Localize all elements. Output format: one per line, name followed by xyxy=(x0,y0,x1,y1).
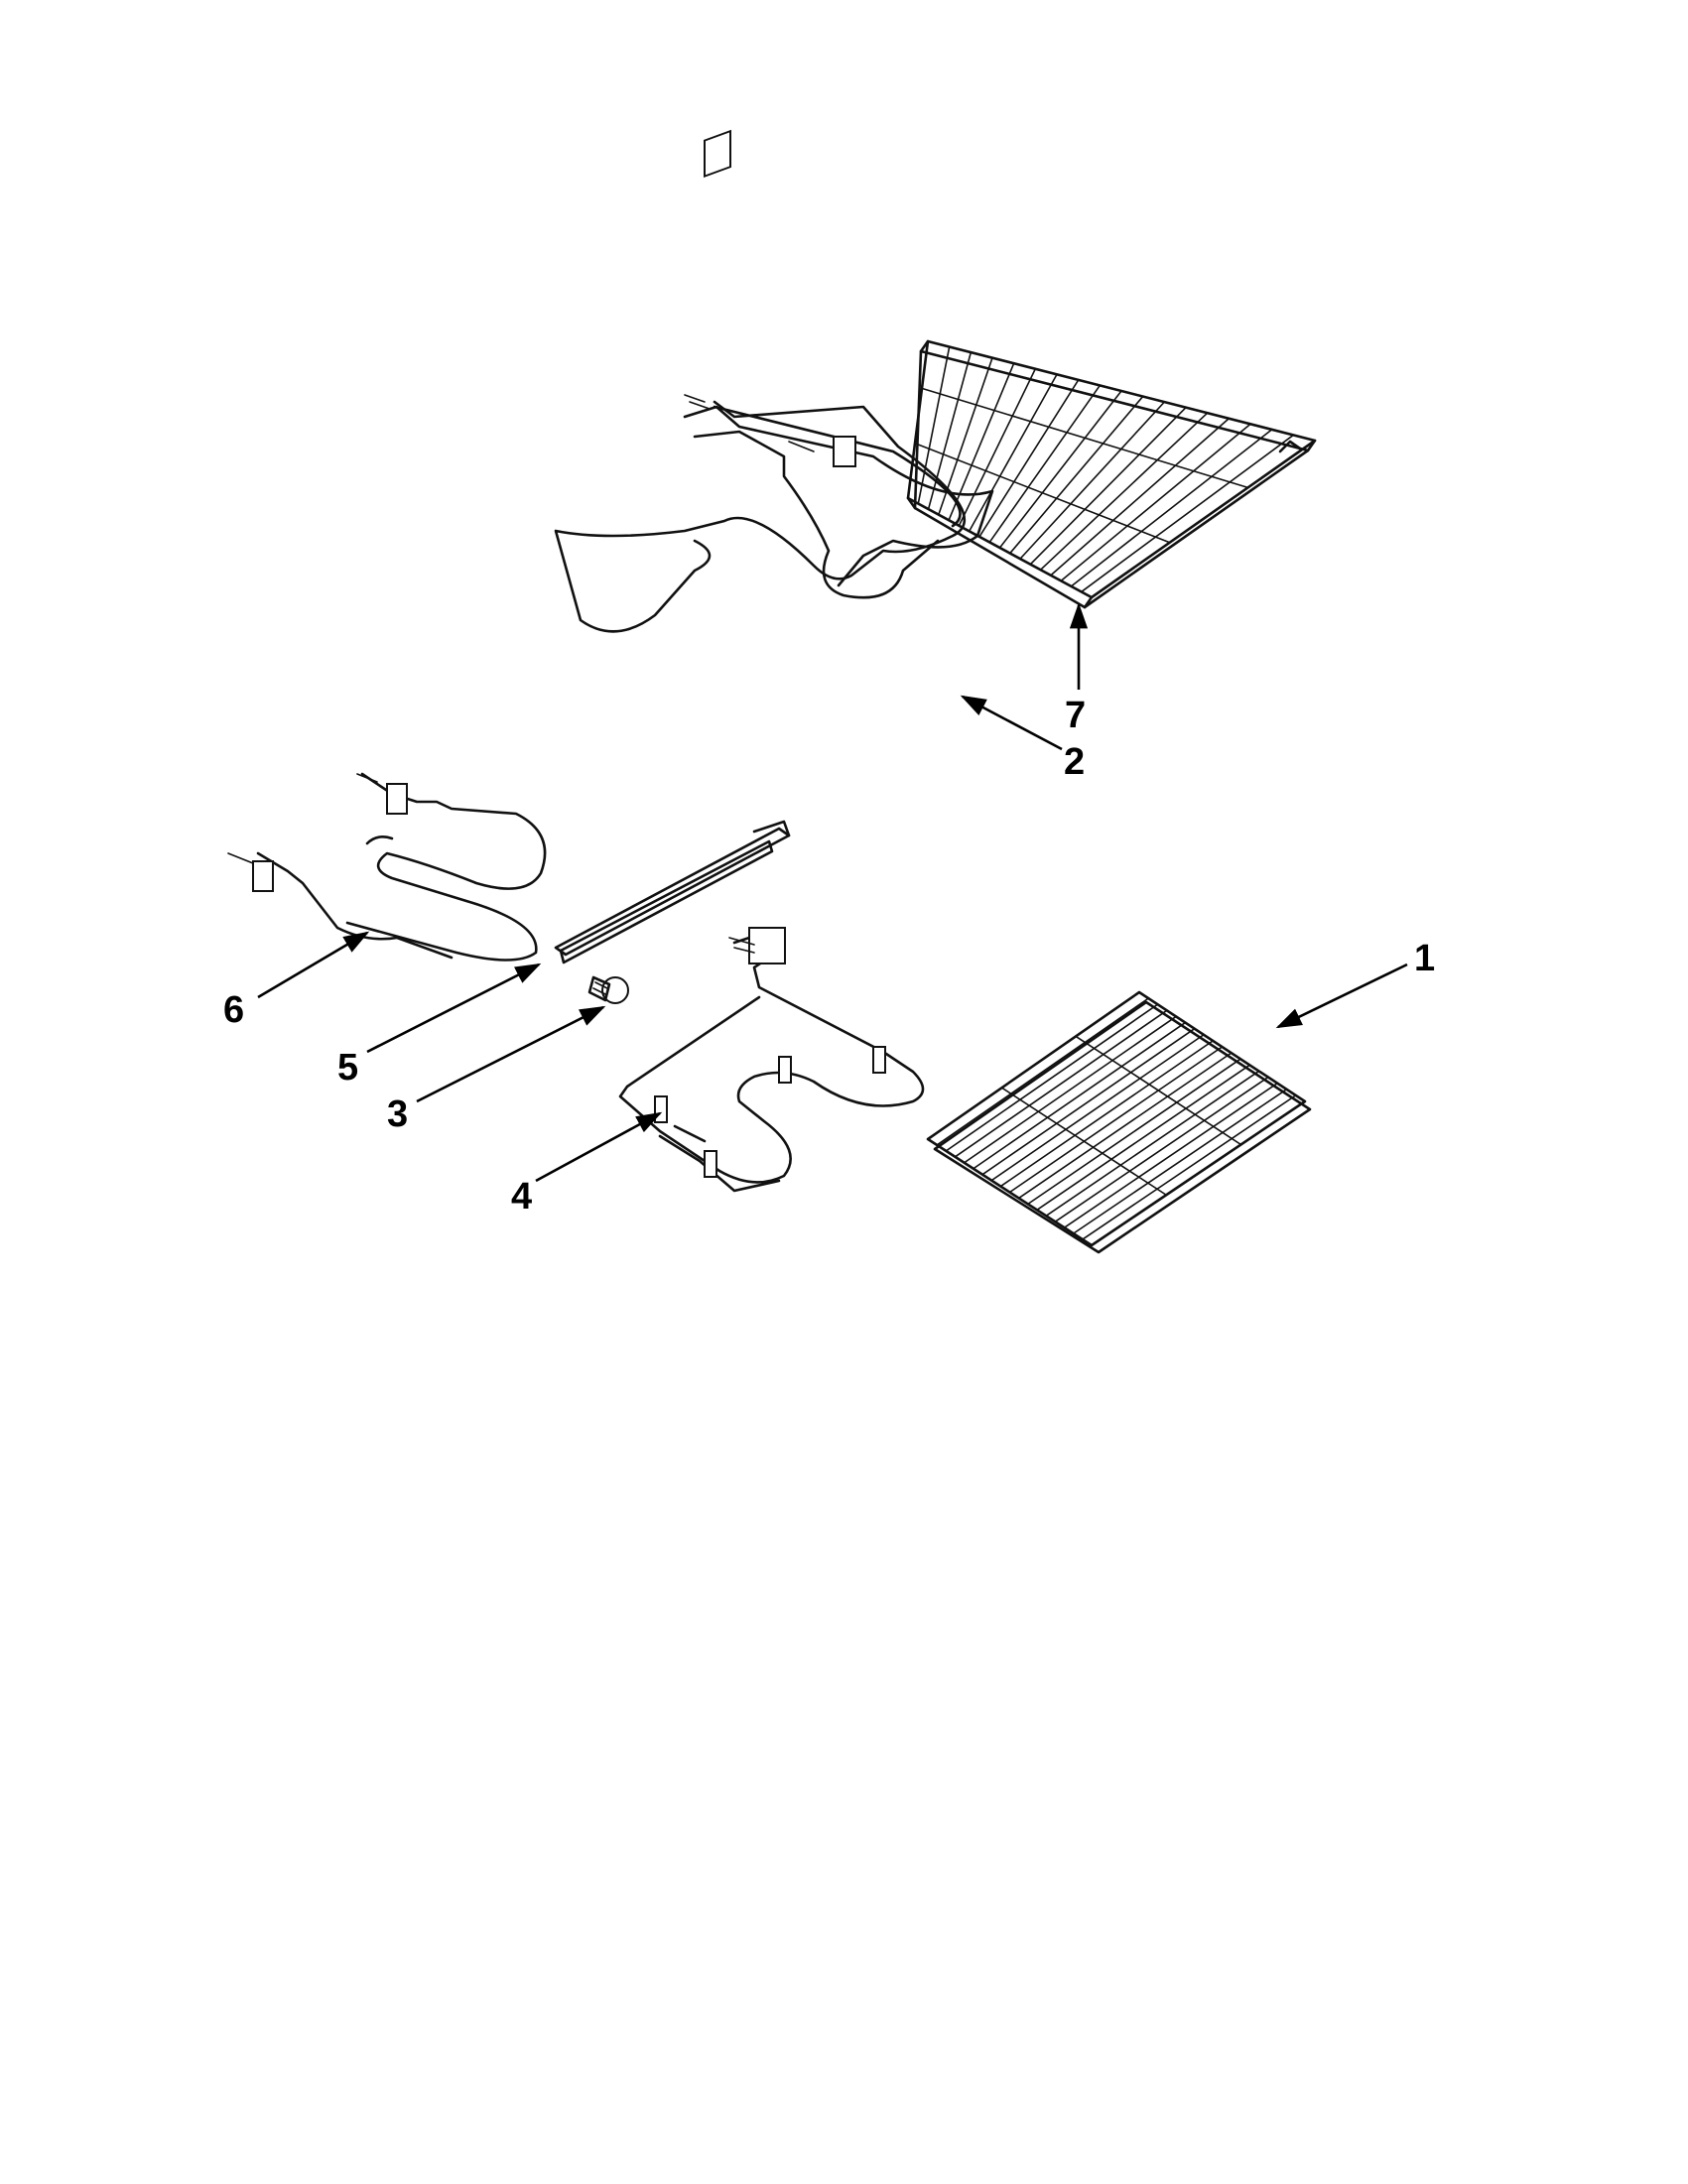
leader-2 xyxy=(960,695,1063,751)
rack-wire xyxy=(963,1015,1177,1164)
rack-wire xyxy=(1008,395,1144,555)
rack-wire xyxy=(1080,434,1295,593)
rack-wire xyxy=(981,1027,1196,1176)
rack-wire xyxy=(990,1033,1205,1182)
rack-wire xyxy=(1063,1082,1278,1228)
rack-wire xyxy=(1054,1076,1269,1223)
callout-3: 3 xyxy=(387,1093,408,1135)
rack-wire xyxy=(1019,401,1166,560)
rack-wire xyxy=(1027,1058,1241,1206)
callout-7: 7 xyxy=(1065,695,1086,736)
rack-wire xyxy=(945,1003,1159,1152)
rack-crossbar xyxy=(921,387,1249,489)
leader-4 xyxy=(535,1111,663,1183)
callout-4: 4 xyxy=(511,1176,532,1218)
callout-2: 2 xyxy=(1064,741,1085,783)
element-support-strip xyxy=(554,820,791,964)
leader-3 xyxy=(416,1005,606,1103)
rack-crossbar xyxy=(914,442,1171,544)
rack-wire xyxy=(958,367,1037,527)
rack-wire xyxy=(968,373,1058,533)
rack-wire xyxy=(1050,417,1231,577)
oven-rack-lower xyxy=(926,990,1312,1254)
rack-wire xyxy=(1036,1064,1251,1212)
callout-6: 6 xyxy=(223,989,244,1031)
rack-wire xyxy=(954,1009,1168,1158)
leader-5 xyxy=(366,963,542,1054)
rack-wire xyxy=(1039,412,1209,572)
rack-wire xyxy=(1017,1052,1233,1200)
rack-wire xyxy=(998,390,1122,549)
leader-1 xyxy=(1275,963,1408,1029)
rack-wire xyxy=(988,384,1102,544)
oven-rack-upper xyxy=(906,339,1317,609)
rack-wire xyxy=(978,379,1080,538)
mounting-screw xyxy=(587,975,629,1004)
bake-element-lower xyxy=(618,927,925,1193)
rack-wire xyxy=(1072,1088,1288,1234)
rack-wire xyxy=(999,1040,1215,1188)
rack-wire xyxy=(1045,1070,1260,1218)
rack-wire xyxy=(1008,1046,1224,1194)
rack-crossbar xyxy=(1075,1035,1242,1146)
rack-wire xyxy=(917,345,951,505)
rack-crossbar xyxy=(1000,1087,1168,1197)
leader-6 xyxy=(257,931,370,999)
rack-wire xyxy=(1060,423,1251,582)
broil-element xyxy=(227,772,547,962)
callout-5: 5 xyxy=(337,1047,358,1089)
callout-1: 1 xyxy=(1414,938,1435,979)
rack-wire xyxy=(1029,406,1187,566)
rack-wire xyxy=(1070,429,1273,587)
rack-wire xyxy=(936,997,1150,1146)
bake-element-upper xyxy=(554,129,994,633)
rack-wire xyxy=(927,351,973,510)
rack-wire xyxy=(1082,1094,1297,1240)
rack-wire xyxy=(973,1021,1187,1170)
